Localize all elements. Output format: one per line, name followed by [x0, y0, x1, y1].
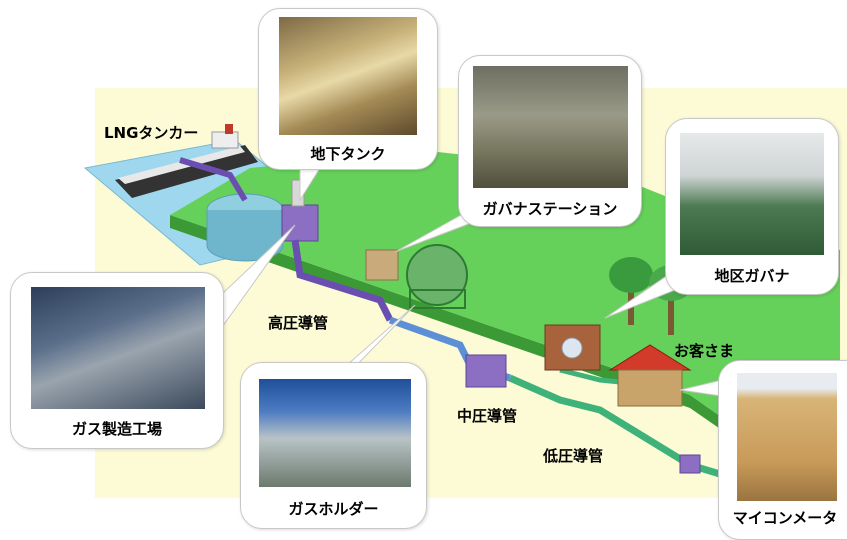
vault-medium: [465, 354, 507, 388]
underground-tank-photo: [279, 17, 417, 135]
label-gas-plant: ガス製造工場: [71, 420, 162, 438]
callout-underground-tank: 地下タンク: [258, 8, 438, 170]
label-medium-pressure-pipe: 中圧導管: [457, 407, 518, 425]
tanker-bridge: [211, 131, 239, 149]
district-vault-pipe: [561, 337, 583, 359]
micom-meter-photo: [737, 373, 837, 501]
gas-holder-legs: [409, 289, 466, 309]
governor-box: [365, 249, 399, 281]
low-pressure-pipe-line: [508, 374, 742, 484]
high-pressure-pipe-line: [291, 239, 394, 322]
governor-station-photo: [473, 66, 628, 188]
label-customer: お客さま: [674, 342, 735, 360]
label-underground-tank: 地下タンク: [310, 145, 386, 163]
tanker-deck: [118, 146, 245, 184]
tanker-funnel: [225, 124, 233, 134]
vault-low: [679, 454, 701, 474]
label-low-pressure-pipe: 低圧導管: [543, 447, 604, 465]
label-lng-tanker: LNGタンカー: [104, 124, 199, 142]
gas-holder-photo: [259, 379, 411, 487]
tanker-hull: [115, 145, 258, 198]
callout-district-governor: 地区ガバナ: [665, 118, 839, 295]
label-high-pressure-pipe: 高圧導管: [268, 314, 329, 332]
district-vault: [544, 324, 601, 371]
underground-tank-body: [206, 210, 284, 262]
tree-crown-1: [609, 257, 653, 293]
callout-gas-holder: ガスホルダー: [240, 362, 427, 529]
tree-trunk-2: [668, 295, 674, 335]
house-body: [617, 369, 683, 407]
tanker-to-tank-pipe: [179, 157, 248, 202]
label-governor-station: ガバナステーション: [482, 200, 618, 218]
callout-micom-meter: マイコンメータ: [718, 360, 847, 540]
label-gas-holder: ガスホルダー: [288, 500, 379, 518]
callout-gas-plant: ガス製造工場: [10, 272, 224, 449]
gas-plant-photo: [31, 287, 205, 409]
label-micom-meter: マイコンメータ: [732, 509, 838, 527]
gas-holder-sphere: [406, 244, 468, 306]
callout-governor-station: ガバナステーション: [458, 55, 642, 227]
district-governor-photo: [680, 133, 824, 255]
label-district-governor: 地区ガバナ: [714, 267, 790, 285]
